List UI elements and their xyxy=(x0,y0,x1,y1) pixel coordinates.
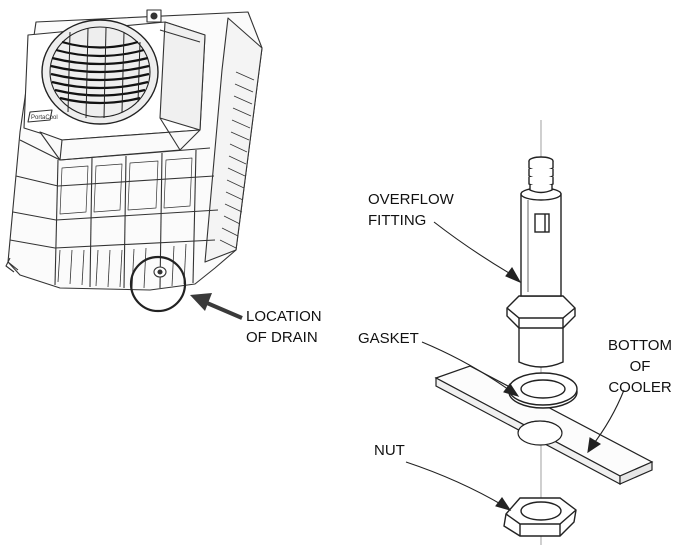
svg-text:PortaCool: PortaCool xyxy=(31,115,58,121)
location-of-drain-line2: OF DRAIN xyxy=(246,329,318,346)
bottom-of-cooler-label: BOTTOM OF COOLER xyxy=(604,335,676,398)
gasket-ring xyxy=(508,372,578,409)
hex-nut xyxy=(503,497,577,537)
overflow-fitting-line2: FITTING xyxy=(368,212,427,229)
drain-highlight-circle xyxy=(129,255,187,313)
bottom-of-cooler-line2: OF xyxy=(629,358,651,375)
location-of-drain-label: LOCATION OF DRAIN xyxy=(246,306,322,348)
cooler-unit-illustration: PortaCool xyxy=(5,9,263,291)
bottom-of-cooler-line1: BOTTOM xyxy=(608,337,672,354)
location-arrow xyxy=(190,293,243,320)
cooler-bottom-plate xyxy=(434,365,654,485)
gasket-label: GASKET xyxy=(358,328,419,349)
nut-label: NUT xyxy=(374,440,405,461)
leader-lines xyxy=(405,221,625,511)
nut-text: NUT xyxy=(374,442,405,459)
overflow-fitting-label: OVERFLOW FITTING xyxy=(368,189,454,231)
overflow-fitting-line1: OVERFLOW xyxy=(368,191,454,208)
bottom-of-cooler-line3: COOLER xyxy=(608,379,672,396)
location-of-drain-line1: LOCATION xyxy=(246,308,322,325)
overflow-fitting xyxy=(506,156,576,368)
gasket-text: GASKET xyxy=(358,330,419,347)
